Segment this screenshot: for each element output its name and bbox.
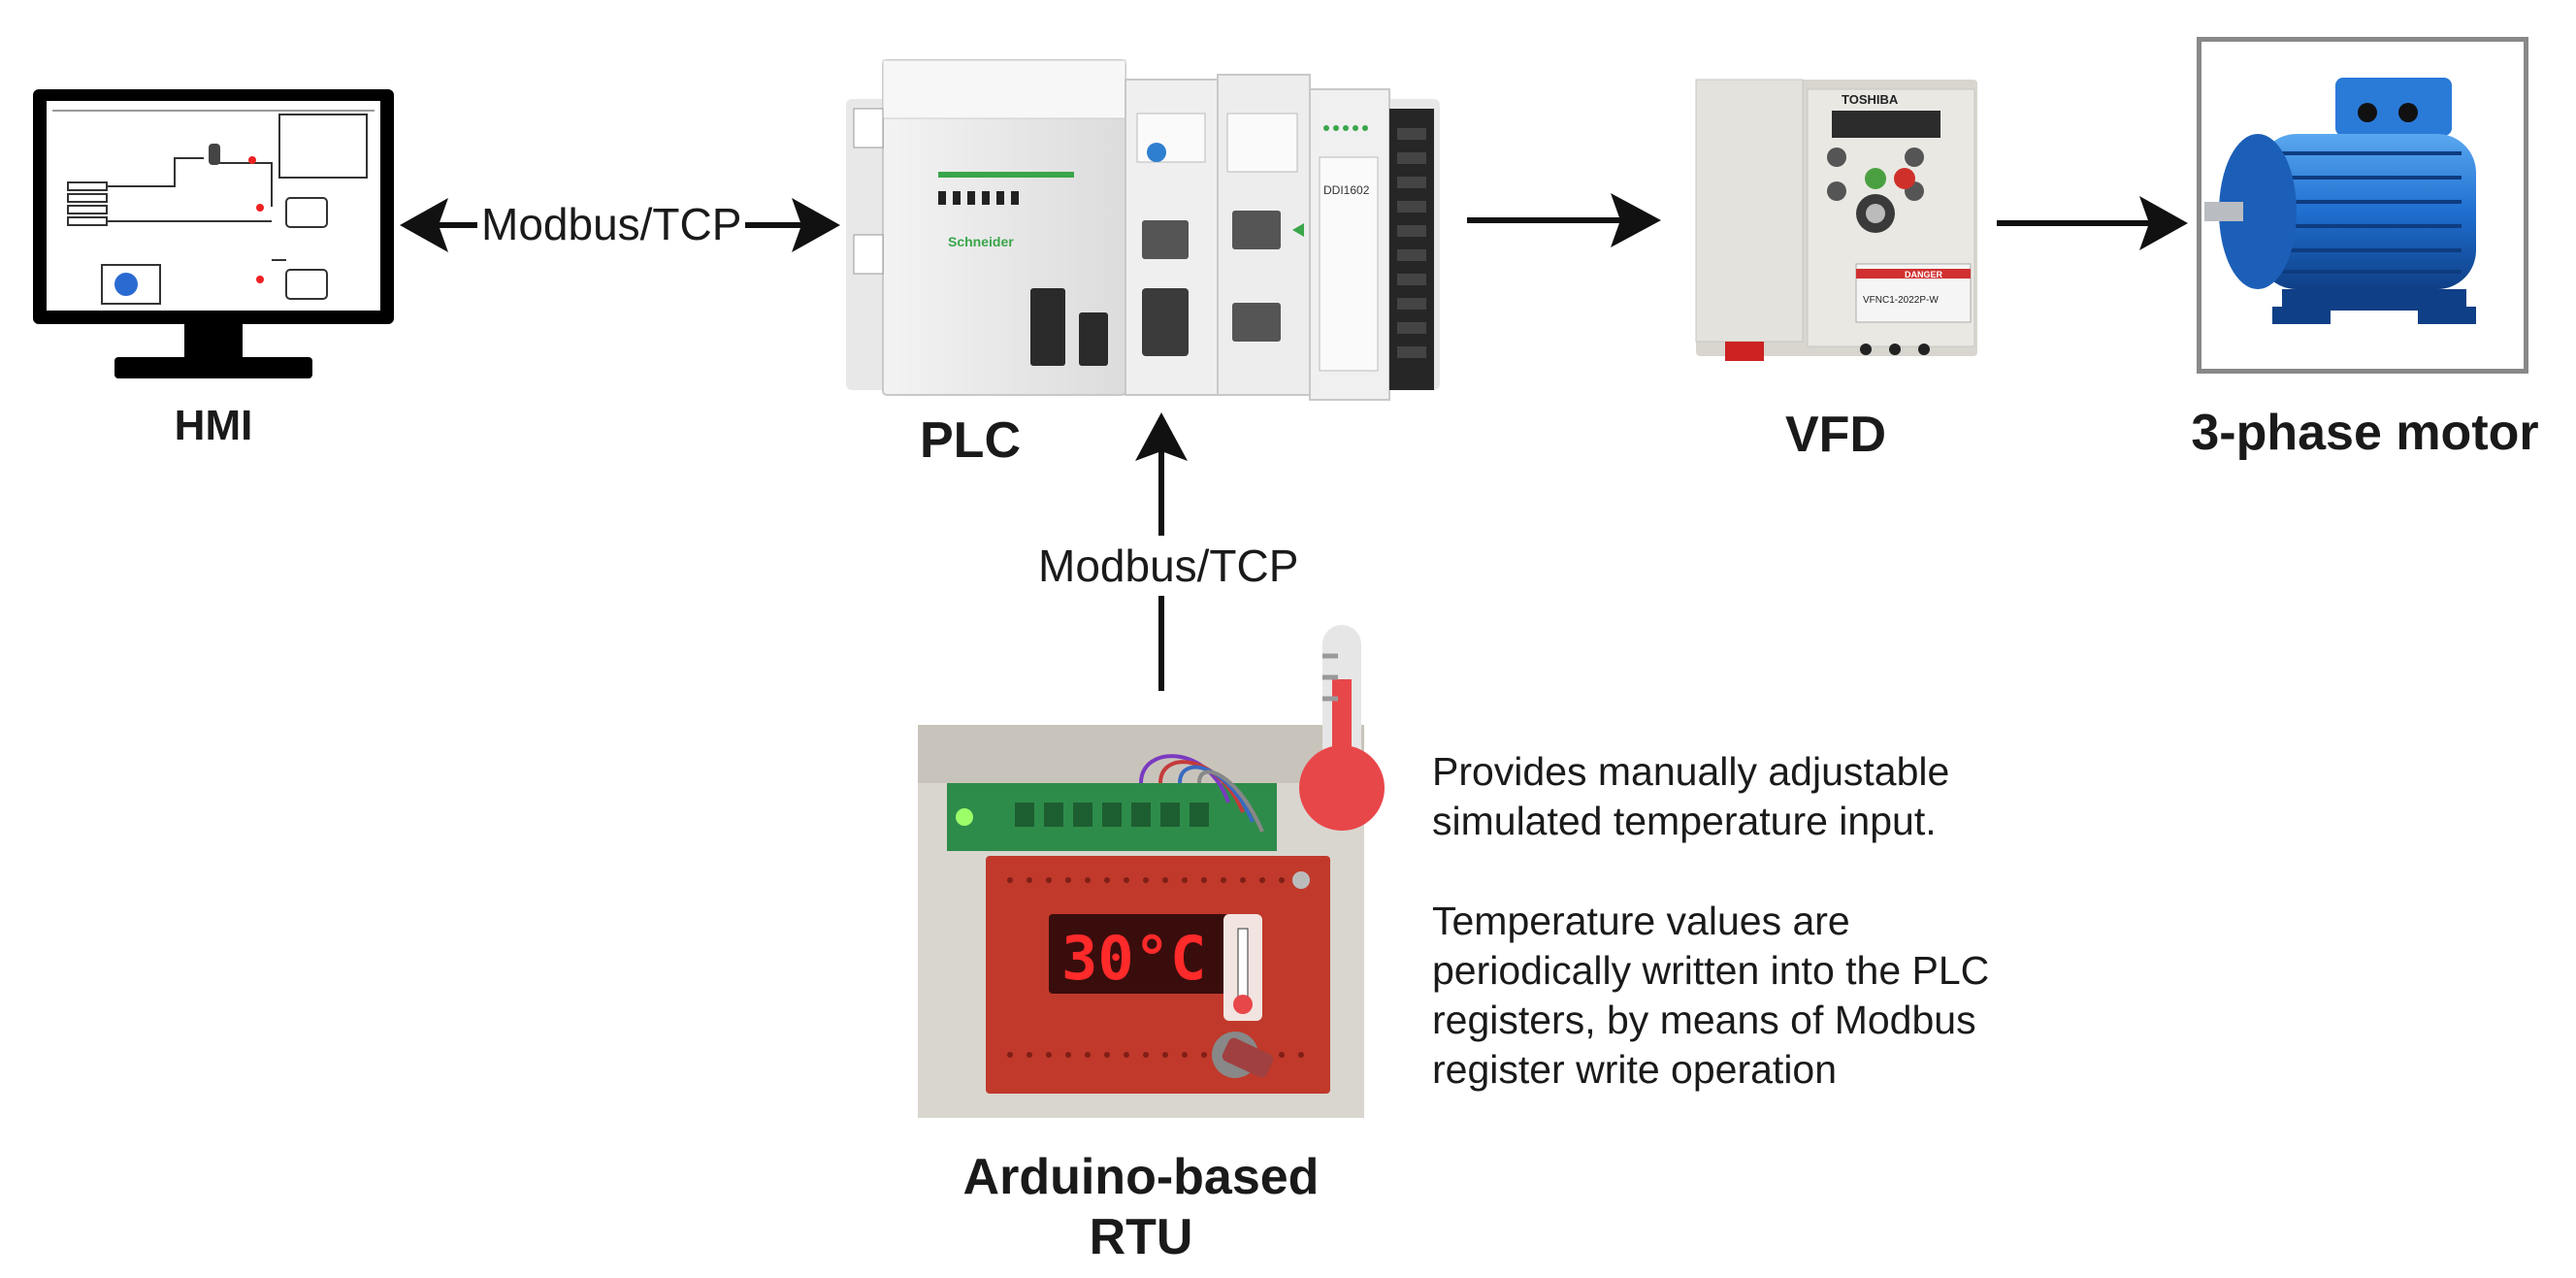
- annotation-paragraph-2: Temperature values are periodically writ…: [1432, 897, 1989, 1095]
- node-label-rtu-line1: Arduino-based: [962, 1149, 1320, 1205]
- plc-rack-icon: Schneider DDI1602: [846, 59, 1440, 401]
- arrow-vfd-motor: [1997, 196, 2188, 250]
- annotation-line: Provides manually adjustable: [1432, 749, 1950, 794]
- annotation-line: register write operation: [1432, 1047, 1838, 1092]
- vfd-model-text: VFNC1-2022P-W: [1863, 295, 1939, 306]
- annotation-line: simulated temperature input.: [1432, 799, 1937, 843]
- node-label-motor: 3-phase motor: [2191, 405, 2539, 461]
- arduino-board-icon: 30°C: [918, 725, 1364, 1118]
- node-label-rtu-line2: RTU: [1089, 1209, 1193, 1265]
- rtu-display-value: 30°C: [1061, 923, 1206, 994]
- node-label-rtu: Arduino-based RTU: [928, 1147, 1354, 1267]
- vfd-brand-text: TOSHIBA: [1842, 92, 1899, 107]
- node-label-vfd: VFD: [1785, 407, 1886, 463]
- plc-brand-text: Schneider: [948, 234, 1014, 249]
- vfd-warning-text: DANGER: [1905, 270, 1943, 279]
- arrow-plc-vfd: [1467, 193, 1661, 247]
- annotation-text: Provides manually adjustable simulated t…: [1432, 747, 1989, 1145]
- plc-module-label: DDI1602: [1323, 183, 1370, 197]
- thermometer-icon: [1299, 625, 1385, 831]
- node-label-hmi: HMI: [174, 402, 253, 449]
- node-label-plc: PLC: [920, 412, 1021, 469]
- electric-motor-icon: [2204, 78, 2476, 324]
- vfd-drive-icon: TOSHIBA VFNC1-2022P-W DANGER: [1695, 79, 1977, 361]
- annotation-line: periodically written into the PLC: [1432, 948, 1990, 993]
- edge-label-rtu-plc: Modbus/TCP: [1032, 536, 1305, 596]
- monitor-icon: [33, 89, 394, 378]
- annotation-paragraph-1: Provides manually adjustable simulated t…: [1432, 747, 1989, 846]
- annotation-line: registers, by means of Modbus: [1432, 998, 1976, 1042]
- annotation-line: Temperature values are: [1432, 899, 1850, 943]
- edge-label-hmi-plc: Modbus/TCP: [477, 198, 746, 250]
